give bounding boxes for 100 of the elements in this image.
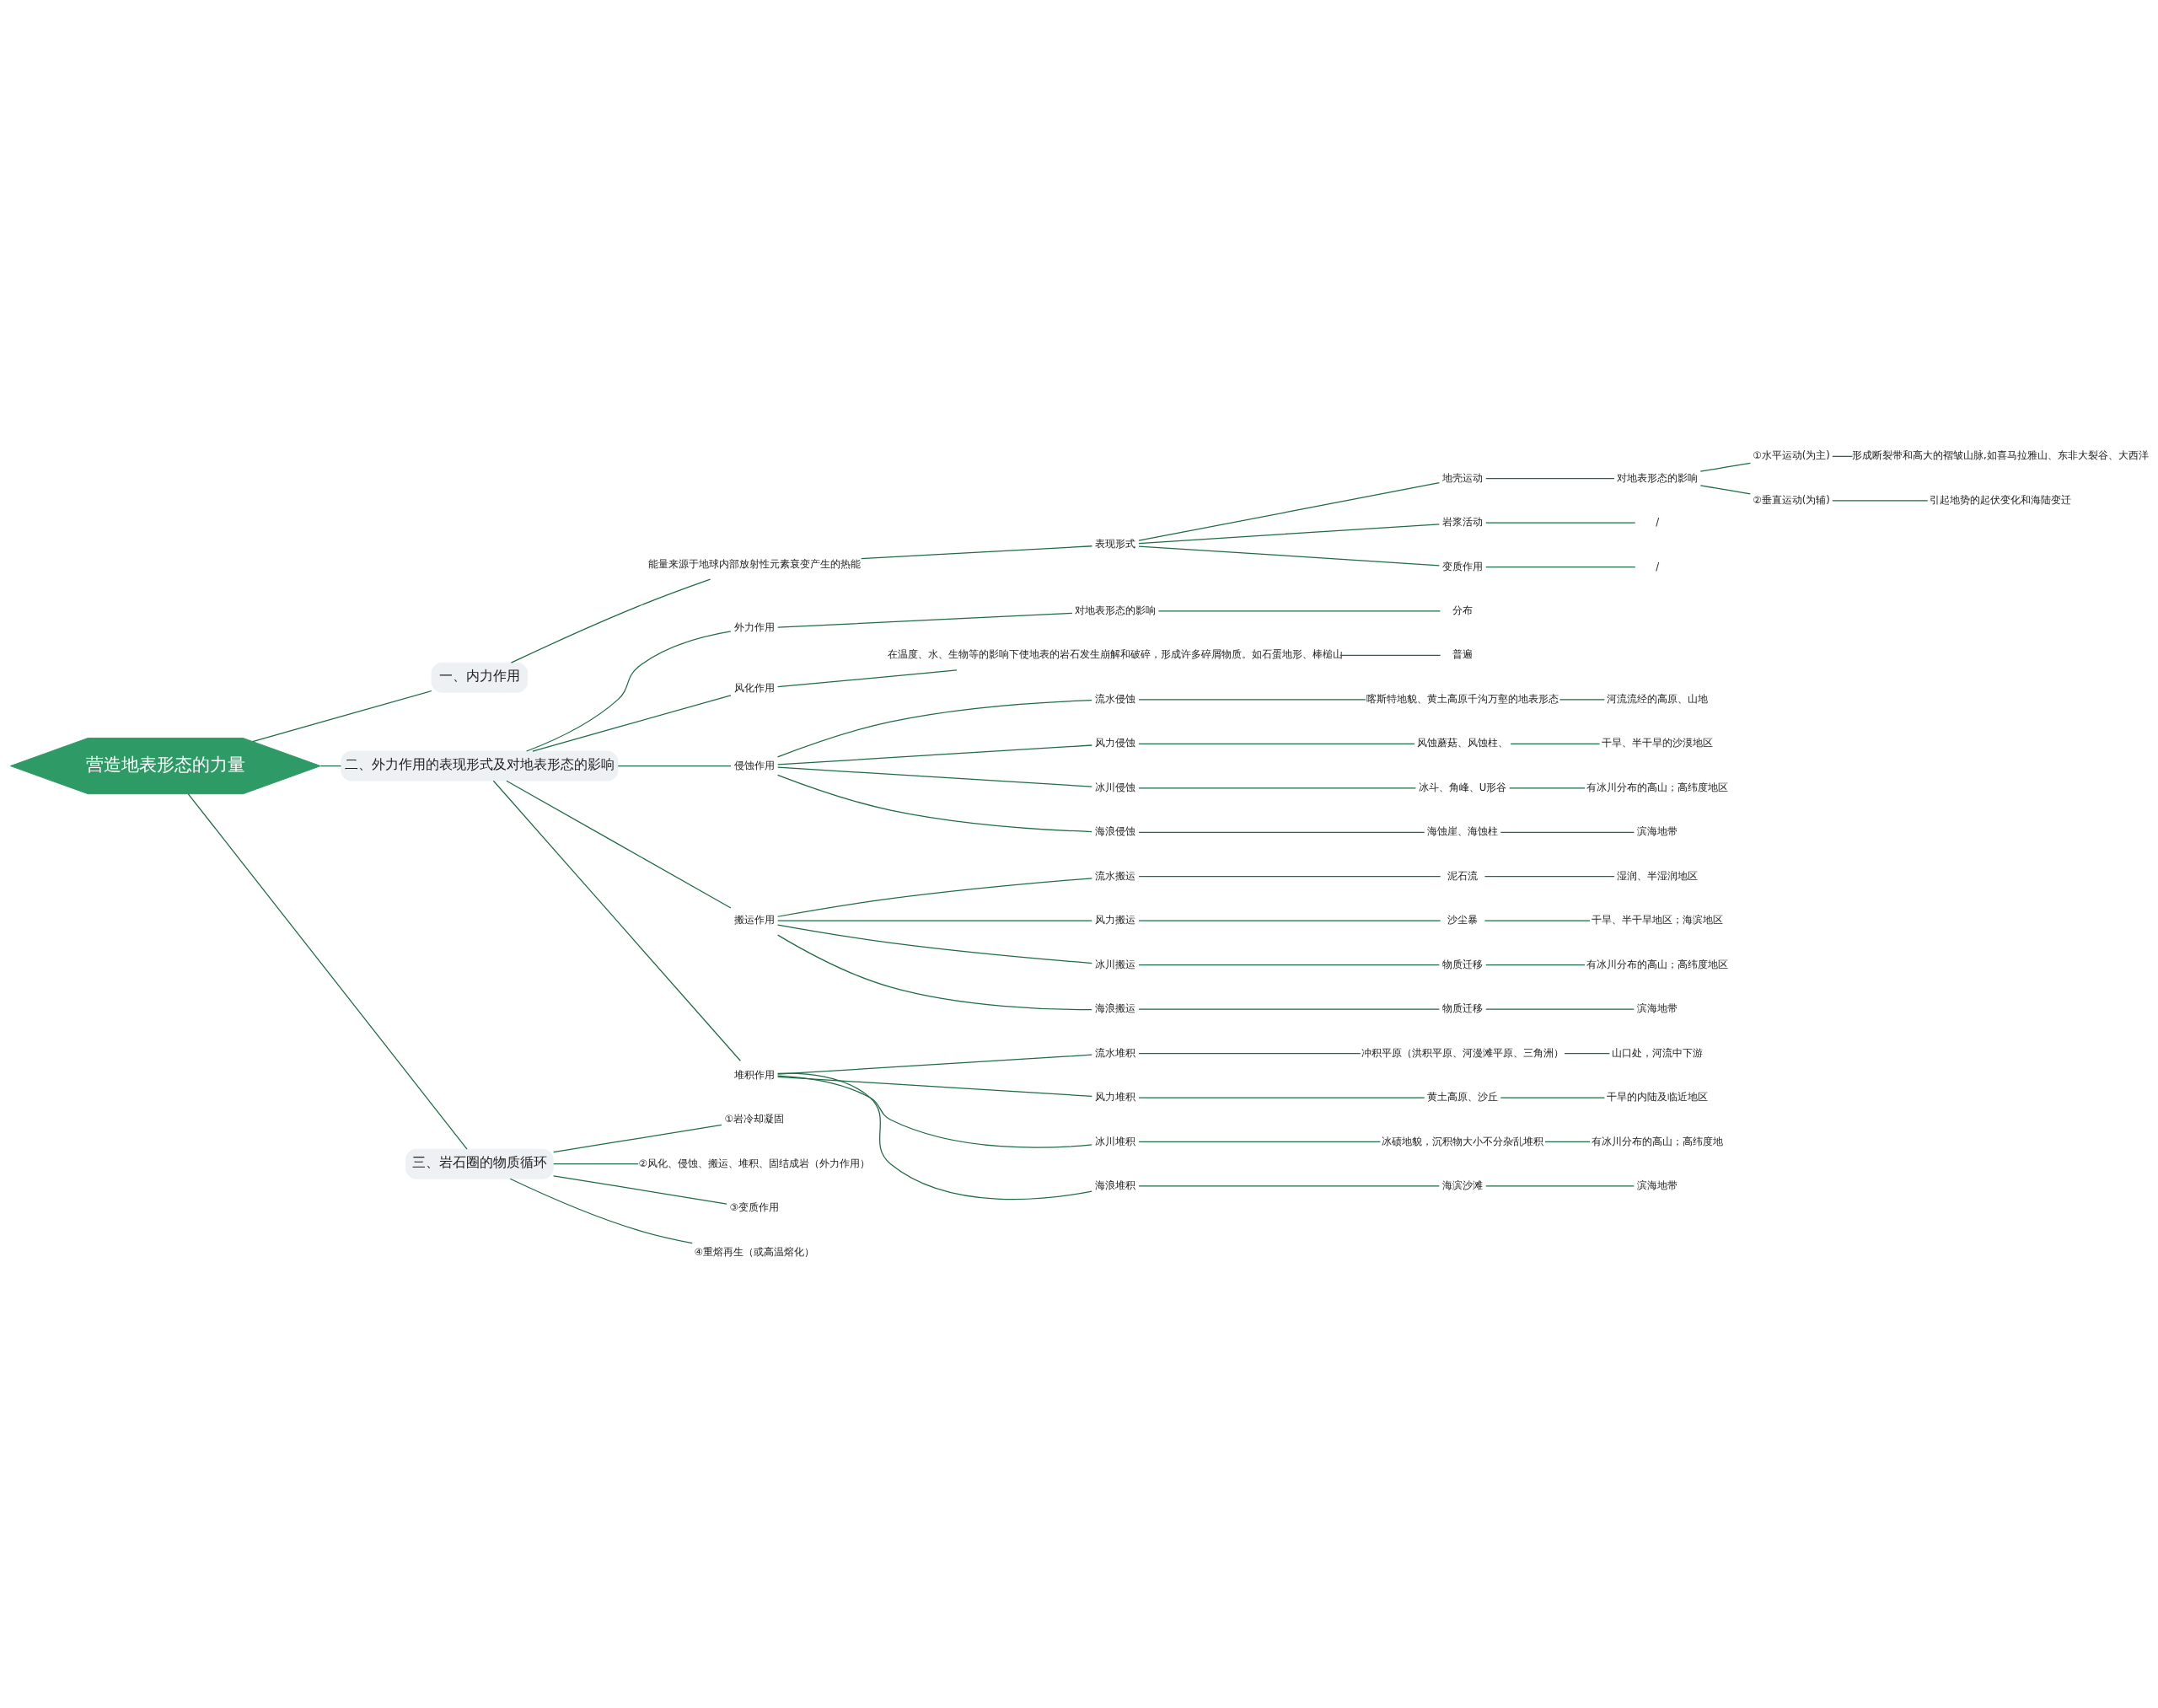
connector [1138,743,1415,744]
connector [1138,1096,1425,1098]
node-text: 冰斗、角峰、U形谷 [1418,781,1507,793]
connector [861,545,1093,559]
connector [1138,875,1441,877]
node-text: 滨海地带 [1637,1179,1678,1191]
connector [1485,521,1636,524]
node-text: ②风化、侵蚀、搬运、堆积、固结成岩（外力作用） [638,1157,870,1169]
node-text: 表现形式 [1095,537,1136,550]
connector [1510,743,1601,744]
node-text: 海浪堆积 [1095,1179,1136,1191]
node-text: 滨海地带 [1637,1002,1678,1014]
node-text: 干旱、半干旱地区；海滨地区 [1592,913,1724,926]
connector [777,1054,1092,1075]
node-text: 冰川侵蚀 [1095,781,1136,793]
node-text: 风力搬运 [1095,913,1136,926]
node-text: 风力侵蚀 [1095,736,1136,749]
node-box: 二、外力作用的表现形式及对地表形态的影响 [341,750,619,781]
connector [617,765,732,766]
node-text: 有冰川分布的高山；高纬度地 [1592,1134,1724,1147]
connector [1138,1052,1361,1054]
connector [777,924,1092,964]
node-box: 一、内力作用 [431,662,529,693]
connector [553,1163,639,1164]
connector [1832,455,1854,457]
connector [777,669,958,687]
node-text: 堆积作用 [733,1068,775,1081]
connector [776,1072,1092,1200]
node-text: 风力堆积 [1095,1090,1136,1103]
connector [1138,831,1425,833]
connector [777,877,1092,917]
node-text: 湿润、半湿润地区 [1617,869,1699,882]
node-text: 风化作用 [733,681,775,694]
connector [1485,477,1615,479]
connector [1138,523,1440,544]
connector [1138,964,1440,965]
connector [1138,787,1417,788]
connector [1544,1141,1591,1142]
connector [777,766,1092,787]
connector [1138,1184,1440,1187]
connector [777,744,1092,765]
connector [1500,1096,1606,1098]
node-text: 变质作用 [1442,560,1484,572]
connector [1832,499,1929,501]
connector [319,765,342,766]
node-text: 滨海地带 [1637,824,1678,837]
node-text: 冰川搬运 [1095,958,1136,970]
connector [776,699,1092,757]
node-text: 岩浆活动 [1442,515,1484,528]
node-text: 侵蚀作用 [733,759,775,771]
connector [1484,875,1615,877]
connector [187,792,468,1150]
node-text: 黄土高原、沙丘 [1427,1090,1499,1103]
node-text: 海滨沙滩 [1442,1179,1484,1191]
connector [1485,566,1636,567]
node-text: ③变质作用 [729,1200,779,1213]
node-text: 沙尘暴 [1447,913,1479,926]
node-text: 干旱的内陆及临近地区 [1607,1090,1709,1103]
node-text: 风蚀蘑菇、风蚀柱、 [1417,736,1509,749]
node-text: 对地表形态的影响 [1617,471,1699,484]
connector [492,780,741,1061]
connector [1157,610,1441,612]
connector [1138,545,1440,566]
connector [1138,481,1440,541]
node-text: 泥石流 [1447,869,1479,882]
connector [553,1124,722,1152]
node-text: 物质迁移 [1442,958,1484,970]
connector [1484,920,1591,921]
connector [1339,654,1441,656]
node-text: ④重熔再生（或高温熔化） [694,1245,814,1258]
connector [532,694,732,752]
connector [1138,1007,1440,1010]
connector [1699,484,1752,494]
node-text: 河流流经的高原、山地 [1607,692,1709,705]
node-text: 有冰川分布的高山；高纬度地区 [1586,781,1729,793]
connector [777,1076,1092,1097]
node-text: ②垂直运动(为辅) [1753,493,1830,506]
node-box: 三、岩石圈的物质循环 [405,1148,554,1179]
node-text: 有冰川分布的高山；高纬度地区 [1586,958,1729,970]
node-text: 冲积平原（洪积平原、河漫滩平原、三角洲） [1361,1046,1565,1059]
node-text: ①岩冷却凝固 [724,1112,784,1125]
connector [252,690,432,742]
node-text: 海浪侵蚀 [1095,824,1136,837]
connector [553,1174,727,1205]
node-text: 流水堆积 [1095,1046,1136,1059]
connector [776,774,1092,832]
node-text: / [1656,560,1660,572]
node-text: 海浪搬运 [1095,1002,1136,1014]
node-text: 外力作用 [733,620,775,633]
connector [777,920,1092,921]
connector [509,1178,693,1243]
connector [1485,964,1586,965]
node-text: 海蚀崖、海蚀柱 [1427,824,1499,837]
node-text: 干旱、半干旱的沙漠地区 [1602,736,1714,749]
node-text: ①水平运动(为主) [1753,448,1830,461]
connector [1138,920,1441,921]
node-text: 喀斯特地貌、黄土高原千沟万壑的地表形态 [1366,692,1559,705]
node-text: 能量来源于地球内部放射性元素衰变产生的热能 [647,557,861,570]
node-text: 物质迁移 [1442,1002,1484,1014]
connector [526,630,732,752]
